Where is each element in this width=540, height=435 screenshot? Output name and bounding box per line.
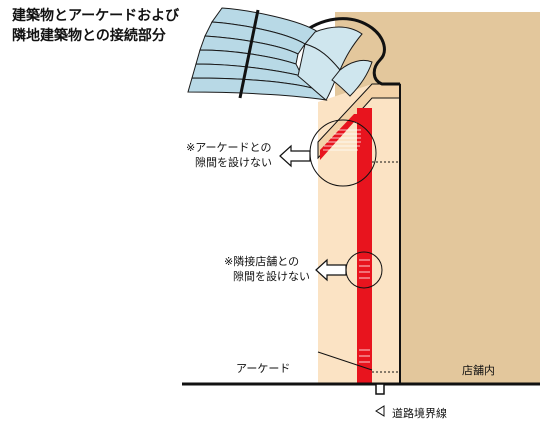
page-title: 建築物とアーケードおよび 隣地建築物との接続部分 [12,6,179,46]
note-neighbor-gap: ※隣接店舗との 隙間を設けない [224,254,310,284]
label-arcade: アーケード [236,362,291,375]
note-arcade-gap: ※アーケードとの 隙間を設けない [186,140,272,170]
note-neighbor-gap-line-2: 隙間を設けない [233,270,310,283]
note-arcade-gap-line-1: ※アーケードとの [186,141,272,154]
left-triangle-outline-icon [375,405,385,417]
left-outline-arrow-icon [279,144,311,168]
title-line-1: 建築物とアーケードおよび [12,8,180,24]
boundary-post [375,383,385,395]
note-arcade-gap-line-2: 隙間を設けない [195,156,272,169]
roof-edge [299,17,400,86]
arcade-canopy [187,7,373,101]
title-line-2: 隣地建築物との接続部分 [12,28,166,44]
bottom-seal-red [357,370,372,384]
left-outline-arrow-icon [315,258,347,282]
label-shop-interior: 店舗内 [462,364,495,377]
canopy-rafter [238,9,260,99]
note-neighbor-gap-line-1: ※隣接店舗との [224,255,300,268]
seal-hatching [323,129,370,363]
label-road-boundary: 道路境界線 [392,407,447,420]
seal-strip-red [357,108,372,370]
zone-edge-line [317,351,373,371]
